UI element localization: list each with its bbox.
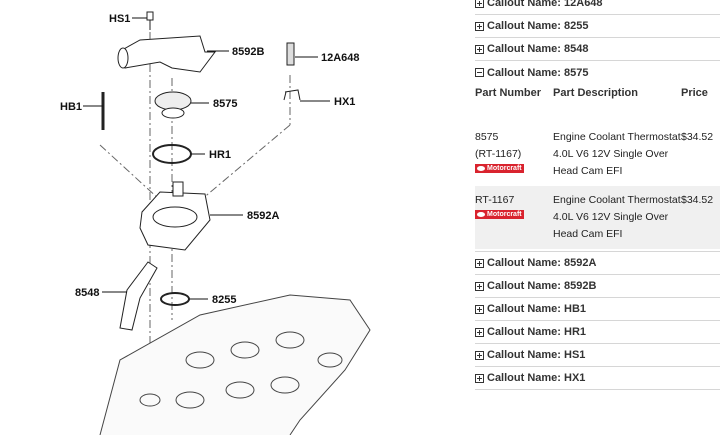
expand-icon[interactable]: [475, 44, 484, 54]
callout-label: Callout Name: HX1: [487, 372, 586, 384]
callout-12a648[interactable]: Callout Name: 12A648: [475, 0, 720, 15]
callout-label: Callout Name: 8255: [487, 20, 589, 32]
table-row: 8575 (RT-1167) Motorcraft Engine Coolant T…: [475, 123, 720, 186]
callout-list: Callout Name: 12A648 Callout Name: 8255 …: [475, 0, 720, 390]
8592a-housing[interactable]: [139, 181, 211, 251]
part-description: Engine Coolant Thermostat: [553, 131, 681, 143]
label-8575[interactable]: 8575: [213, 98, 237, 110]
8575-thermostat[interactable]: [154, 91, 192, 119]
exploded-parts-diagram: HS1 8592B 12A648 HB1 8575 HX1 HR1 8592A …: [60, 11, 371, 435]
part-number-link[interactable]: 8575: [475, 131, 499, 143]
part-spec: 4.0L V6 12V Single Over Head Cam EFI: [553, 211, 669, 240]
callout-hb1[interactable]: Callout Name: HB1: [475, 298, 720, 321]
expand-icon[interactable]: [475, 327, 484, 337]
header-description: Part Description: [553, 87, 638, 99]
part-description: Engine Coolant Thermostat: [553, 194, 681, 206]
expand-icon[interactable]: [475, 350, 484, 360]
8548-hose[interactable]: [119, 261, 158, 331]
part-number-link[interactable]: RT-1167: [475, 194, 515, 206]
label-8255[interactable]: 8255: [212, 294, 236, 306]
callout-label: Callout Name: 8548: [487, 43, 589, 55]
hx1-clip[interactable]: [283, 89, 301, 101]
label-8592a[interactable]: 8592A: [247, 210, 279, 222]
part-spec: 4.0L V6 12V Single Over Head Cam EFI: [553, 148, 669, 177]
callout-8548[interactable]: Callout Name: 8548: [475, 38, 720, 61]
motorcraft-logo: Motorcraft: [475, 164, 524, 173]
callout-label: Callout Name: 8575: [487, 66, 589, 79]
label-8548[interactable]: 8548: [75, 287, 99, 299]
callout-8592a[interactable]: Callout Name: 8592A: [475, 252, 720, 275]
label-hb1[interactable]: HB1: [60, 101, 82, 113]
expand-icon[interactable]: [475, 258, 484, 268]
expand-icon[interactable]: [475, 21, 484, 31]
expand-icon[interactable]: [475, 281, 484, 291]
12a648-sensor[interactable]: [286, 42, 295, 66]
callout-label: Callout Name: HB1: [487, 303, 587, 315]
label-12a648[interactable]: 12A648: [321, 52, 360, 64]
motorcraft-logo: Motorcraft: [475, 210, 524, 219]
callout-label: Callout Name: HR1: [487, 326, 587, 338]
expand-icon[interactable]: [475, 373, 484, 383]
cylinder-head: [99, 294, 371, 435]
callout-hs1[interactable]: Callout Name: HS1: [475, 344, 720, 367]
callout-8592b[interactable]: Callout Name: 8592B: [475, 275, 720, 298]
hs1-bolt[interactable]: [146, 11, 154, 30]
parts-table: Part Number Part Description Price 8575 (…: [475, 84, 720, 249]
expand-icon[interactable]: [475, 0, 484, 8]
alt-part-number[interactable]: (RT-1167): [475, 148, 522, 160]
callout-8255[interactable]: Callout Name: 8255: [475, 15, 720, 38]
part-price: $34.52: [681, 131, 714, 143]
part-price: $34.52: [681, 186, 720, 249]
callout-hx1[interactable]: Callout Name: HX1: [475, 367, 720, 390]
collapse-icon[interactable]: [475, 68, 484, 77]
expand-icon[interactable]: [475, 304, 484, 314]
header-part-number: Part Number: [475, 87, 542, 99]
callout-hr1[interactable]: Callout Name: HR1: [475, 321, 720, 344]
callout-label: Callout Name: 8592B: [487, 280, 597, 292]
8255-seal[interactable]: [160, 292, 190, 306]
header-price: Price: [681, 87, 708, 99]
8592b-housing[interactable]: [117, 35, 216, 73]
label-8592b[interactable]: 8592B: [232, 46, 264, 58]
callout-label: Callout Name: HS1: [487, 349, 586, 361]
callout-label: Callout Name: 8592A: [487, 257, 597, 269]
label-hr1[interactable]: HR1: [209, 149, 231, 161]
callout-8575[interactable]: Callout Name: 8575: [475, 61, 720, 84]
callout-label: Callout Name: 12A648: [487, 0, 603, 9]
label-hx1[interactable]: HX1: [334, 96, 355, 108]
label-hs1[interactable]: HS1: [109, 13, 130, 25]
